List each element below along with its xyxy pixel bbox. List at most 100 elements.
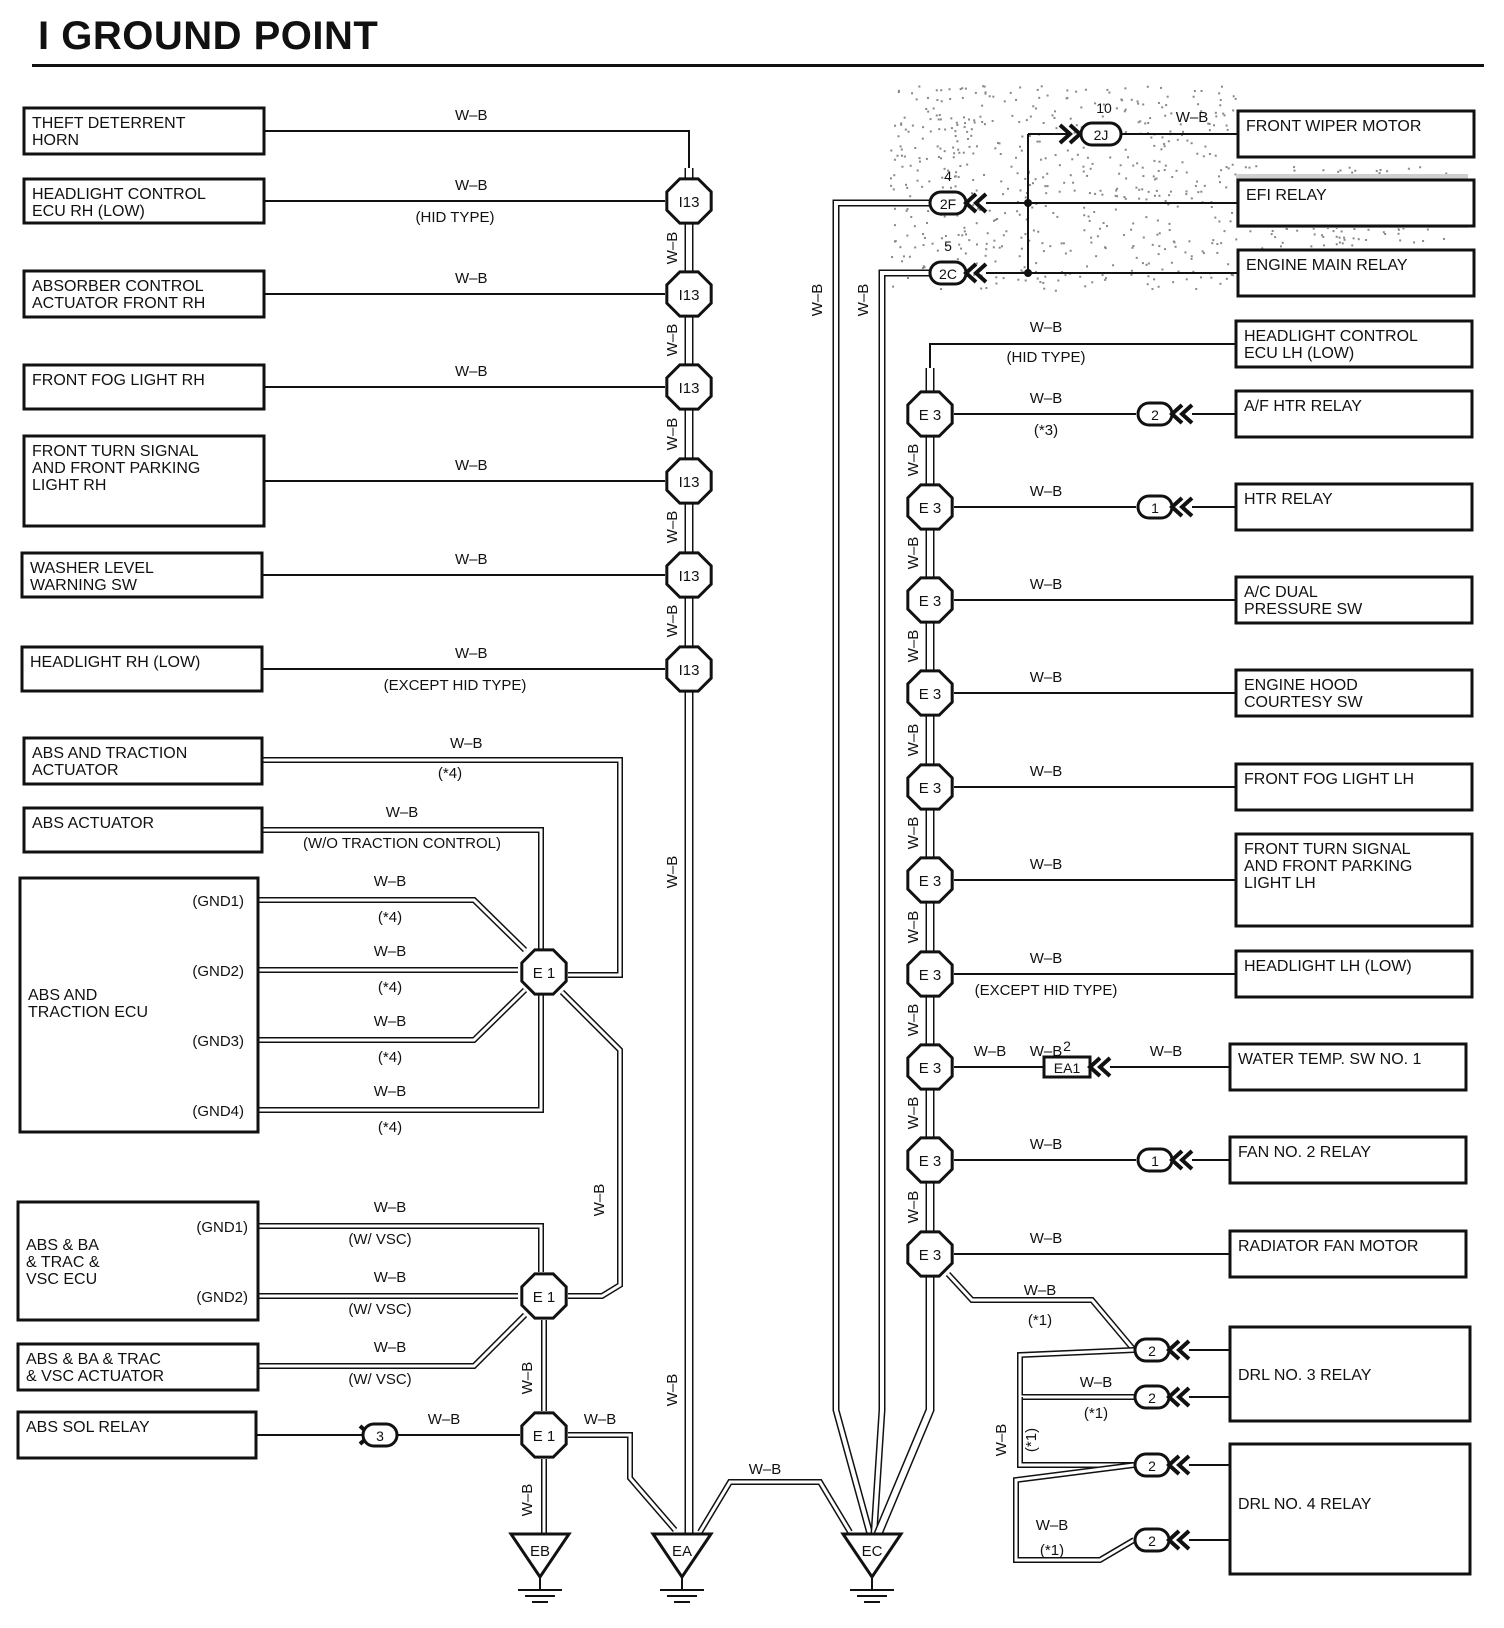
shade-dot — [998, 142, 1001, 145]
splice-e3-label: E 3 — [919, 967, 942, 984]
shade-dot — [1003, 100, 1006, 103]
component-right-7-box — [1234, 949, 1474, 999]
shade-dot — [1151, 288, 1154, 291]
shade-dot — [950, 117, 953, 120]
splice-e3 — [906, 856, 954, 904]
shade-dot — [1186, 139, 1189, 142]
shade-dot — [1157, 253, 1160, 256]
shade-dot — [1020, 269, 1023, 272]
shade-dot — [1147, 121, 1150, 124]
shade-dot — [1038, 96, 1041, 99]
wire-color-label: W–B — [1080, 1374, 1113, 1391]
shade-dot — [1086, 174, 1089, 177]
shade-dot — [1082, 165, 1085, 168]
shade-dot — [1084, 285, 1087, 288]
shade-dot — [975, 145, 978, 148]
shade-dot — [1002, 193, 1005, 196]
component-drl-no-3-relay-label-line: DRL NO. 3 RELAY — [1238, 1367, 1372, 1384]
shade-dot — [947, 169, 950, 172]
connector-arrow-icon — [1166, 1529, 1181, 1551]
shade-dot — [1164, 199, 1167, 202]
component-fogrh-box — [22, 363, 266, 411]
shade-dot — [1399, 239, 1402, 242]
splice-e3 — [906, 483, 954, 531]
shade-dot — [1101, 193, 1104, 196]
shade-dot — [1083, 206, 1086, 209]
shade-dot — [1199, 276, 1202, 279]
shade-dot — [899, 145, 902, 148]
shade-dot — [1219, 282, 1222, 285]
shade-dot — [1044, 205, 1047, 208]
shade-dot — [890, 184, 893, 187]
shade-dot — [1153, 178, 1156, 181]
shade-dot — [891, 255, 894, 258]
shade-dot — [1146, 85, 1149, 88]
splice-e1-label: E 1 — [533, 965, 556, 982]
shade-dot — [1043, 287, 1046, 290]
shade-dot — [1227, 167, 1230, 170]
shade-dot — [1083, 229, 1086, 232]
shade-dot — [1069, 174, 1072, 177]
shade-dot — [952, 146, 955, 149]
shade-dot — [1052, 211, 1055, 214]
shade-dot — [1138, 197, 1141, 200]
splice-e3-label: E 3 — [919, 593, 942, 610]
shade-dot — [1158, 232, 1161, 235]
shade-dot — [954, 130, 957, 133]
shade-dot — [1090, 236, 1093, 239]
shade-dot — [961, 234, 964, 237]
component-right-top-2-label-line: ENGINE MAIN RELAY — [1246, 257, 1408, 274]
shade-dot — [937, 155, 940, 158]
shade-dot — [939, 118, 942, 121]
component-washer-box — [20, 551, 264, 599]
shade-dot — [968, 118, 971, 121]
shade-dot — [973, 119, 976, 122]
wire-note: (*4) — [438, 765, 462, 782]
splice-e3-label: E 3 — [919, 780, 942, 797]
shade-dot — [1215, 115, 1218, 118]
shade-dot — [963, 116, 966, 119]
shade-dot — [1141, 166, 1144, 169]
shade-dot — [958, 151, 961, 154]
shade-dot — [1021, 135, 1024, 138]
shade-dot — [900, 154, 903, 157]
shade-dot — [1156, 219, 1159, 222]
shade-dot — [1322, 169, 1325, 172]
shade-dot — [1234, 97, 1237, 100]
shade-dot — [1063, 181, 1066, 184]
shade-dot — [1000, 180, 1003, 183]
wire-color-label: W–B — [374, 1269, 407, 1286]
shade-dot — [1073, 189, 1076, 192]
shade-dot — [974, 91, 977, 94]
shade-dot — [1274, 236, 1277, 239]
shade-dot — [1285, 227, 1288, 230]
shade-dot — [900, 148, 903, 151]
shade-dot — [1214, 216, 1217, 219]
wire-color-label: W–B — [1030, 950, 1063, 967]
connector-i13-label: I13 — [679, 287, 700, 304]
component-vsc-ecu-label: & TRAC & — [26, 1254, 100, 1271]
shade-dot — [940, 100, 943, 103]
shade-dot — [1053, 116, 1056, 119]
shade-dot — [956, 258, 959, 261]
shade-dot — [1407, 167, 1410, 170]
connector-arrow-icon — [963, 192, 978, 214]
shade-dot — [893, 224, 896, 227]
splice-e3 — [906, 669, 954, 717]
component-right-top-0-box — [1236, 109, 1476, 159]
shade-dot — [1036, 277, 1039, 280]
component-absrh-label-line: ABSORBER CONTROL — [32, 278, 204, 295]
connector-pin-3-label: 3 — [376, 1428, 384, 1444]
shade-dot — [1321, 234, 1324, 237]
shade-dot — [1158, 160, 1161, 163]
splice-e3 — [906, 1043, 954, 1091]
page-title: I GROUND POINT — [38, 14, 379, 58]
shade-dot — [940, 288, 943, 291]
connector-drl-pin-2-label: 2 — [1148, 1458, 1156, 1474]
component-abs-ba-trac-vsc-actuator-label-line: & VSC ACTUATOR — [26, 1368, 164, 1385]
shade-dot — [1124, 87, 1127, 90]
shade-dot — [1032, 105, 1035, 108]
shade-dot — [900, 123, 903, 126]
shade-dot — [1168, 222, 1171, 225]
shade-dot — [1058, 190, 1061, 193]
